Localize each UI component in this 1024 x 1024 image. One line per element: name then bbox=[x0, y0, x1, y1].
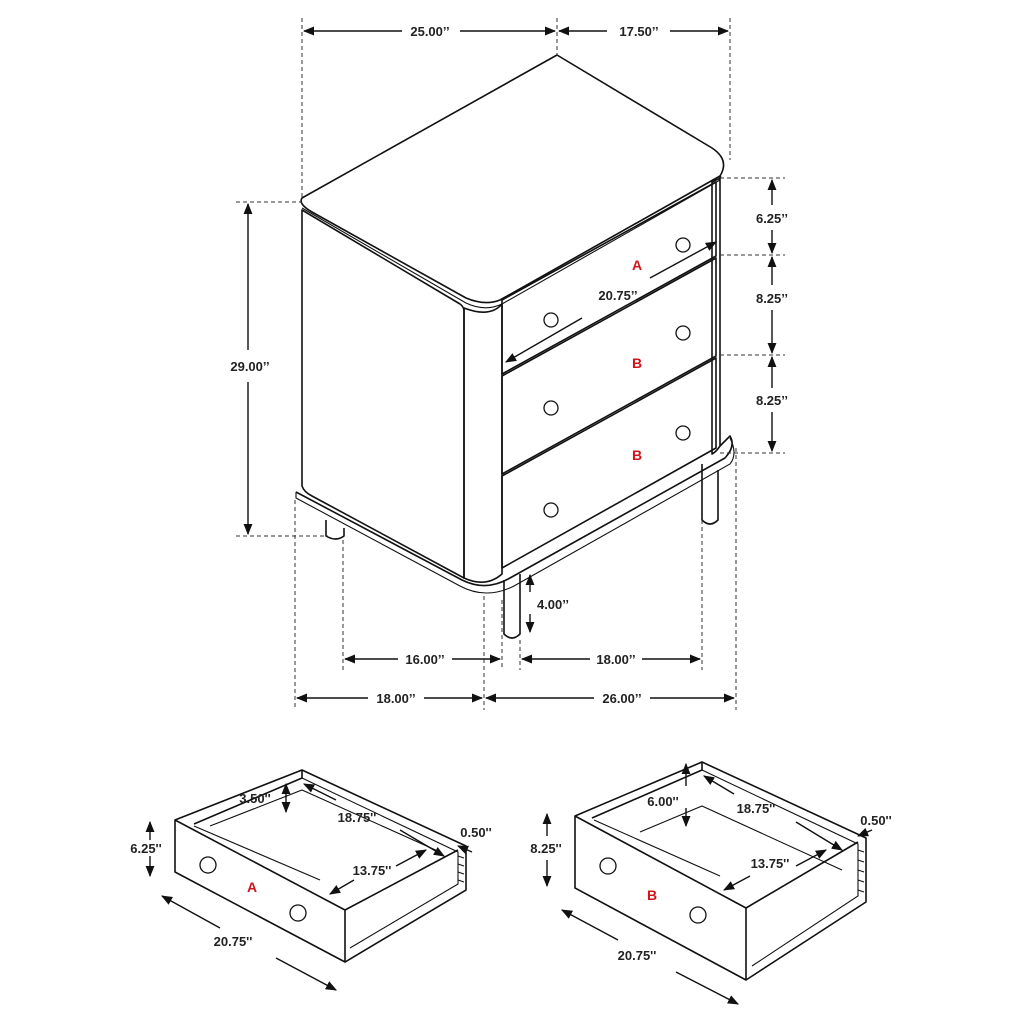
drawer-front-b1 bbox=[501, 257, 717, 475]
chest-top bbox=[300, 54, 725, 304]
dim-leg-span-front: 18.00’’ bbox=[596, 652, 635, 667]
drawer-label-b2: B bbox=[632, 447, 642, 463]
chest-main-view bbox=[295, 54, 735, 639]
knobs bbox=[543, 237, 691, 518]
detail-label-b: B bbox=[647, 887, 657, 903]
leg-back-left bbox=[325, 520, 345, 540]
drawer-a-arrows bbox=[145, 782, 473, 991]
dim-drawer-b1-height: 8.25’’ bbox=[756, 291, 788, 306]
dim-leg-height: 4.00’’ bbox=[537, 597, 569, 612]
chest-base bbox=[295, 435, 733, 587]
drawer-b-detail bbox=[574, 761, 867, 981]
dim-overall-height: 29.00’’ bbox=[230, 359, 269, 374]
drawer-front-a bbox=[501, 181, 717, 375]
drawer-b-arrows bbox=[542, 762, 873, 1005]
dim-base-width: 26.00’’ bbox=[602, 691, 641, 706]
drawer-label-a: A bbox=[632, 257, 642, 273]
drawer-front-b2 bbox=[501, 357, 717, 569]
dim-overall-width: 25.00’’ bbox=[410, 24, 449, 39]
dim-overall-depth: 17.50’’ bbox=[619, 24, 658, 39]
dim-base-depth: 18.00’’ bbox=[376, 691, 415, 706]
dim-b-front-height: 8.25'' bbox=[530, 841, 561, 856]
dim-drawer-front-width: 20.75’’ bbox=[598, 288, 637, 303]
drawer-label-b1: B bbox=[632, 355, 642, 371]
leg-front-right bbox=[701, 464, 719, 525]
extension-lines bbox=[236, 18, 785, 710]
dim-a-front-width: 20.75'' bbox=[214, 934, 253, 949]
dim-b-inner-width: 13.75'' bbox=[751, 856, 790, 871]
dim-a-front-height: 6.25'' bbox=[130, 841, 161, 856]
dim-a-inner-depth: 18.75'' bbox=[338, 810, 377, 825]
drawer-a-detail bbox=[174, 769, 467, 963]
dim-a-inner-width: 13.75'' bbox=[353, 863, 392, 878]
dim-b-inner-depth: 18.75'' bbox=[737, 801, 776, 816]
dim-drawer-a-height: 6.25’’ bbox=[756, 211, 788, 226]
leg-front-left bbox=[503, 574, 521, 639]
dim-b-front-width: 20.75'' bbox=[618, 948, 657, 963]
detail-label-a: A bbox=[247, 879, 257, 895]
dim-b-inner-height: 6.00'' bbox=[647, 794, 678, 809]
dim-b-side-thickness: 0.50'' bbox=[860, 813, 891, 828]
chest-front-post bbox=[463, 303, 503, 583]
dimension-arrows bbox=[243, 26, 777, 703]
dim-a-inner-height: 3.50'' bbox=[239, 791, 270, 806]
dim-drawer-b2-height: 8.25’’ bbox=[756, 393, 788, 408]
dim-a-side-thickness: 0.50'' bbox=[460, 825, 491, 840]
dim-leg-span-side: 16.00’’ bbox=[405, 652, 444, 667]
chest-right-post bbox=[711, 175, 722, 455]
